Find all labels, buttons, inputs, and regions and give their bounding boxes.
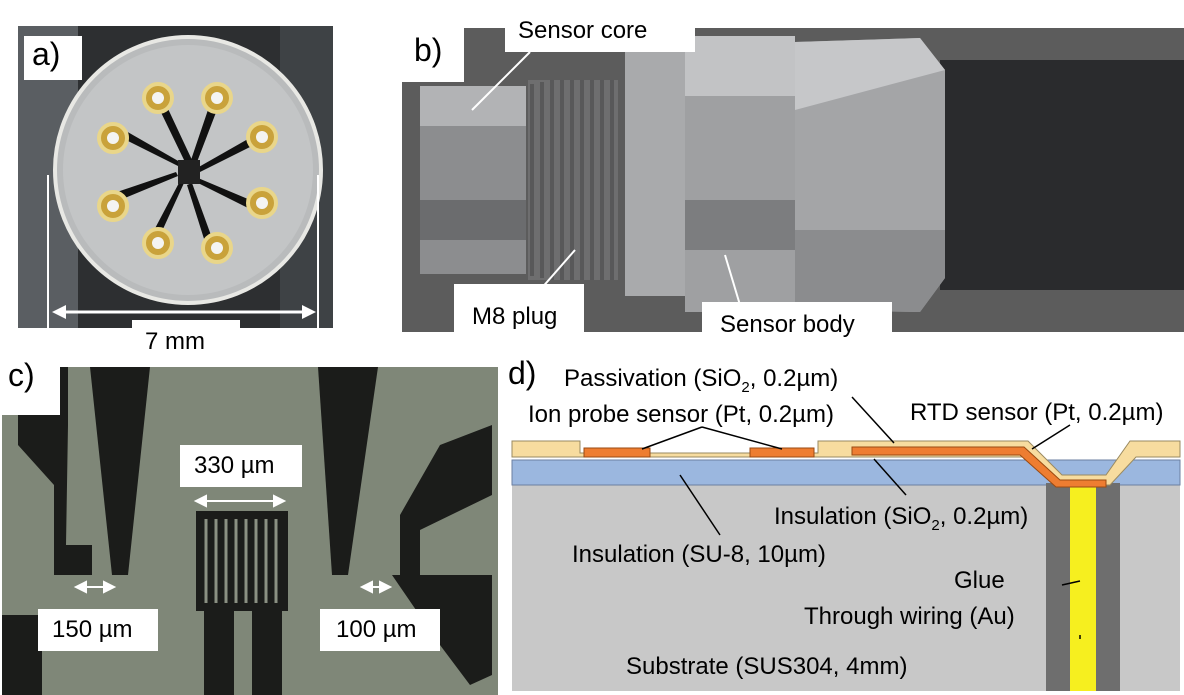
label-insulation-su8: Insulation (SU-8, 10µm) — [572, 541, 826, 568]
label-insulation-sio2: Insulation (SiO2, 0.2µm) — [774, 503, 1028, 540]
label-sensor-core: Sensor core — [518, 17, 648, 44]
panel-c: c) 330 µm 150 µm 100 µm — [0, 345, 500, 695]
label-sensor-body: Sensor body — [720, 311, 855, 338]
cross-section-diagram — [511, 396, 1181, 691]
label-through-wiring: Through wiring (Au) — [804, 603, 1015, 630]
label-ion-probe: Ion probe sensor (Pt, 0.2µm) — [528, 401, 834, 428]
label-passivation-subscript: 2 — [741, 378, 750, 396]
label-150um: 150 µm — [52, 616, 133, 643]
sensor-body-photo — [402, 14, 1184, 342]
label-passivation-suffix: , 0.2µm) — [749, 365, 839, 392]
electrode-micrograph — [2, 367, 498, 695]
panel-c-letter: c) — [8, 357, 35, 393]
sensor-core-photo — [18, 26, 333, 344]
glue-right — [1096, 483, 1120, 691]
panel-a-letter: a) — [32, 36, 61, 72]
panel-b: b) Sensor core M8 plug Sensor body — [400, 0, 1184, 345]
panel-b-letter: b) — [414, 32, 443, 68]
label-substrate: Substrate (SUS304, 4mm) — [626, 653, 908, 680]
panel-d: d) Passivation (SiO2, 0.2µm) Ion probe s… — [500, 345, 1184, 695]
label-rtd: RTD sensor (Pt, 0.2µm) — [910, 399, 1164, 426]
label-passivation-text: Passivation (SiO — [564, 365, 742, 392]
rtd-trace — [851, 446, 1107, 488]
panel-d-letter: d) — [508, 355, 537, 391]
label-m8-plug: M8 plug — [472, 303, 558, 330]
label-glue: Glue — [954, 567, 1005, 594]
glue-left — [1046, 483, 1070, 691]
label-passivation: Passivation (SiO2, 0.2µm) — [564, 365, 838, 402]
label-insulation-sio2-text: Insulation (SiO — [774, 503, 932, 530]
label-insulation-sio2-suffix: , 0.2µm) — [939, 503, 1029, 530]
ion-probe-pad-left — [583, 447, 651, 458]
ion-probe-pad-right — [749, 447, 815, 458]
label-insulation-sio2-subscript: 2 — [931, 516, 940, 534]
panel-a: a) 7 mm — [0, 0, 340, 355]
label-100um: 100 µm — [336, 616, 417, 643]
scale-label-7mm: 7 mm — [145, 328, 205, 355]
label-330um: 330 µm — [194, 452, 275, 479]
